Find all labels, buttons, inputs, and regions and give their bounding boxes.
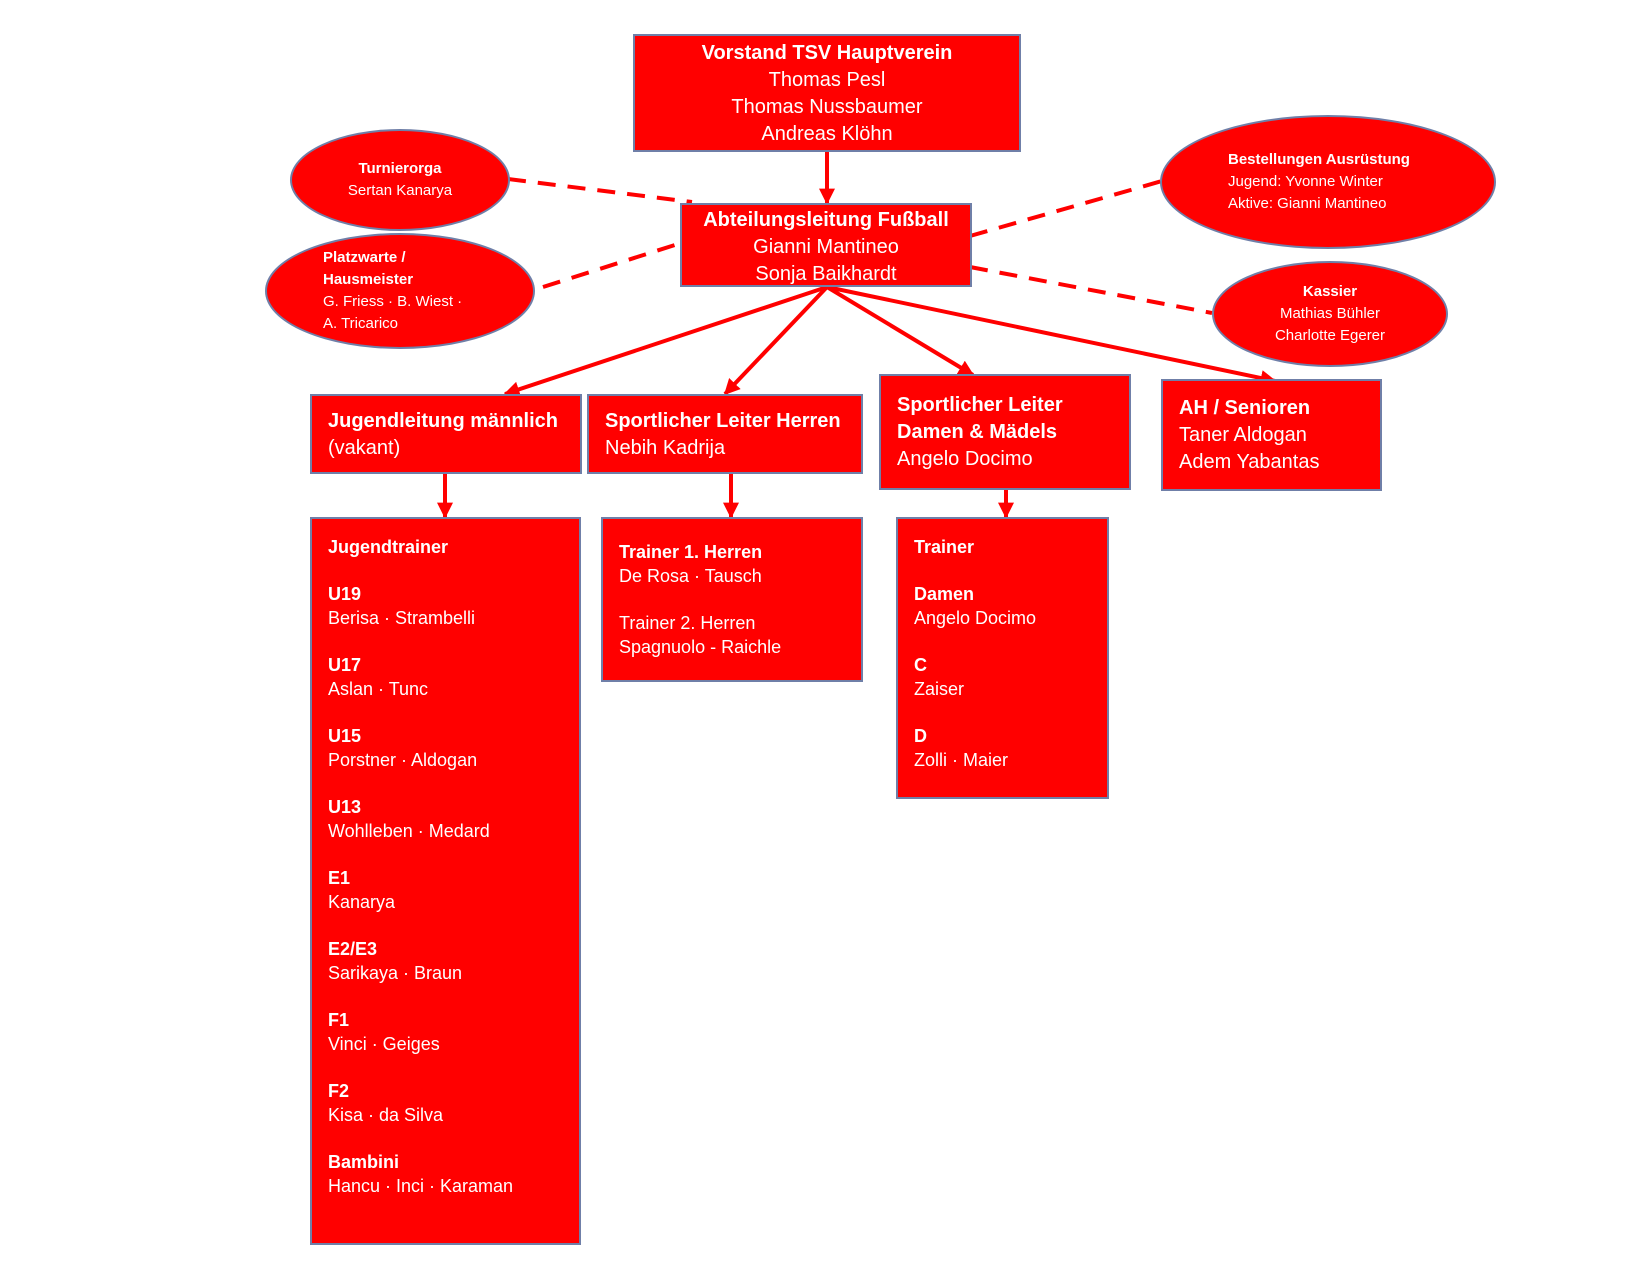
team-entry: F1 Vinci · Geiges	[328, 985, 579, 1056]
platzwarte-member: G. Friess · B. Wiest ·	[323, 293, 463, 310]
ah-senioren-title: AH / Senioren	[1179, 397, 1311, 419]
team-coaches: Porstner · Aldogan	[328, 750, 478, 770]
team-coaches: Zaiser	[914, 679, 965, 699]
herren-trainer-second-title: Trainer 2. Herren	[619, 613, 756, 633]
damen-leiter-member: Angelo Docimo	[897, 448, 1033, 470]
ah-senioren-member: Adem Yabantas	[1179, 451, 1320, 473]
team-name: F1	[328, 1010, 350, 1030]
dashed-link-bestellungen	[969, 179, 1163, 238]
team-entry: D Zolli · Maier	[914, 701, 1107, 772]
kassier-member: Charlotte Egerer	[1274, 327, 1386, 344]
turnierorga-ellipse: Turnierorga Sertan Kanarya	[290, 129, 510, 231]
team-coaches: Vinci · Geiges	[328, 1034, 440, 1054]
herren-trainer-second-coaches: Spagnuolo - Raichle	[619, 637, 782, 657]
team-entry: U15 Porstner · Aldogan	[328, 701, 579, 772]
platzwarte-title: Platzwarte /	[323, 249, 406, 266]
jugendtrainer-team-list: U19 Berisa · Strambelli U17 Aslan · Tunc…	[328, 559, 579, 1198]
abteilungsleitung-box: Abteilungsleitung Fußball Gianni Mantine…	[680, 203, 972, 287]
team-name: D	[914, 726, 927, 746]
team-entry: F2 Kisa · da Silva	[328, 1056, 579, 1127]
platzwarte-member: A. Tricarico	[323, 315, 399, 332]
team-coaches: Kanarya	[328, 892, 396, 912]
kassier-ellipse: Kassier Mathias Bühler Charlotte Egerer	[1212, 261, 1448, 367]
platzwarte-ellipse: Platzwarte / Hausmeister G. Friess · B. …	[265, 233, 535, 349]
herren-trainer-box: Trainer 1. Herren De Rosa · Tausch Train…	[601, 517, 863, 682]
damen-leiter-title: Sportlicher Leiter	[897, 394, 1063, 416]
team-coaches: Zolli · Maier	[914, 750, 1009, 770]
damen-leiter-title: Damen & Mädels	[897, 421, 1058, 443]
vorstand-box: Vorstand TSV Hauptverein Thomas Pesl Tho…	[633, 34, 1021, 152]
abteilungsleitung-member: Sonja Baikhardt	[755, 263, 897, 285]
vorstand-member: Andreas Klöhn	[761, 123, 893, 145]
bestellungen-title: Bestellungen Ausrüstung	[1228, 151, 1410, 168]
bestellungen-member: Aktive: Gianni Mantineo	[1228, 195, 1387, 212]
kassier-member: Mathias Bühler	[1279, 305, 1381, 322]
team-name: C	[914, 655, 927, 675]
arrow-abteilung-to-ah	[826, 285, 1277, 386]
team-entry: E2/E3 Sarikaya · Braun	[328, 914, 579, 985]
bestellungen-member: Jugend: Yvonne Winter	[1228, 173, 1383, 190]
team-entry: Damen Angelo Docimo	[914, 559, 1107, 630]
arrow-abteilung-to-herren	[723, 285, 829, 396]
team-coaches: Kisa · da Silva	[328, 1105, 444, 1125]
ah-senioren-member: Taner Aldogan	[1179, 424, 1307, 446]
arrow-abteilung-to-jugend	[503, 285, 828, 398]
team-coaches: Aslan · Tunc	[328, 679, 429, 699]
ah-senioren-box: AH / Senioren Taner Aldogan Adem Yabanta…	[1161, 379, 1382, 491]
team-coaches: Wohlleben · Medard	[328, 821, 490, 841]
team-name: E2/E3	[328, 939, 378, 959]
herren-leiter-title: Sportlicher Leiter Herren	[605, 410, 841, 432]
team-name: U19	[328, 584, 362, 604]
herren-leiter-box: Sportlicher Leiter Herren Nebih Kadrija	[587, 394, 863, 474]
abteilungsleitung-title: Abteilungsleitung Fußball	[703, 209, 949, 231]
team-entry: U17 Aslan · Tunc	[328, 630, 579, 701]
turnierorga-title: Turnierorga	[358, 160, 442, 177]
turnierorga-member: Sertan Kanarya	[347, 182, 453, 199]
dashed-link-kassier	[969, 265, 1213, 315]
jugendleitung-box: Jugendleitung männlich (vakant)	[310, 394, 582, 474]
team-entry: C Zaiser	[914, 630, 1107, 701]
herren-leiter-member: Nebih Kadrija	[605, 437, 726, 459]
arrow-abteilung-to-damen	[825, 285, 975, 377]
damen-trainer-title: Trainer	[914, 537, 975, 557]
team-name: F2	[328, 1081, 350, 1101]
team-name: E1	[328, 868, 351, 888]
team-coaches: Angelo Docimo	[914, 608, 1037, 628]
abteilungsleitung-member: Gianni Mantineo	[753, 236, 899, 258]
kassier-title: Kassier	[1302, 283, 1358, 300]
jugendtrainer-title: Jugendtrainer	[328, 537, 449, 557]
team-entry: Bambini Hancu · Inci · Karaman	[328, 1127, 579, 1198]
jugendtrainer-box: Jugendtrainer U19 Berisa · Strambelli U1…	[310, 517, 581, 1245]
team-coaches: Hancu · Inci · Karaman	[328, 1176, 514, 1196]
team-coaches: Berisa · Strambelli	[328, 608, 476, 628]
dashed-link-platzwarte	[542, 242, 679, 289]
team-name: U15	[328, 726, 362, 746]
team-name: Damen	[914, 584, 975, 604]
jugendleitung-title: Jugendleitung männlich	[328, 410, 559, 432]
jugendleitung-member: (vakant)	[328, 437, 401, 459]
team-entry: U19 Berisa · Strambelli	[328, 559, 579, 630]
herren-trainer-first-coaches: De Rosa · Tausch	[619, 566, 762, 586]
team-coaches: Sarikaya · Braun	[328, 963, 463, 983]
damen-trainer-box: Trainer Damen Angelo Docimo C Zaiser D Z…	[896, 517, 1109, 799]
team-entry: U13 Wohlleben · Medard	[328, 772, 579, 843]
dashed-link-turnierorga	[507, 177, 693, 204]
team-name: U13	[328, 797, 362, 817]
platzwarte-title: Hausmeister	[323, 271, 414, 288]
vorstand-member: Thomas Nussbaumer	[731, 96, 923, 118]
herren-trainer-first-title: Trainer 1. Herren	[619, 542, 763, 562]
vorstand-title: Vorstand TSV Hauptverein	[701, 42, 953, 64]
team-name: U17	[328, 655, 362, 675]
team-name: Bambini	[328, 1152, 400, 1172]
team-entry: E1 Kanarya	[328, 843, 579, 914]
bestellungen-ellipse: Bestellungen Ausrüstung Jugend: Yvonne W…	[1160, 115, 1496, 249]
vorstand-member: Thomas Pesl	[768, 69, 886, 91]
damen-leiter-box: Sportlicher Leiter Damen & Mädels Angelo…	[879, 374, 1131, 490]
